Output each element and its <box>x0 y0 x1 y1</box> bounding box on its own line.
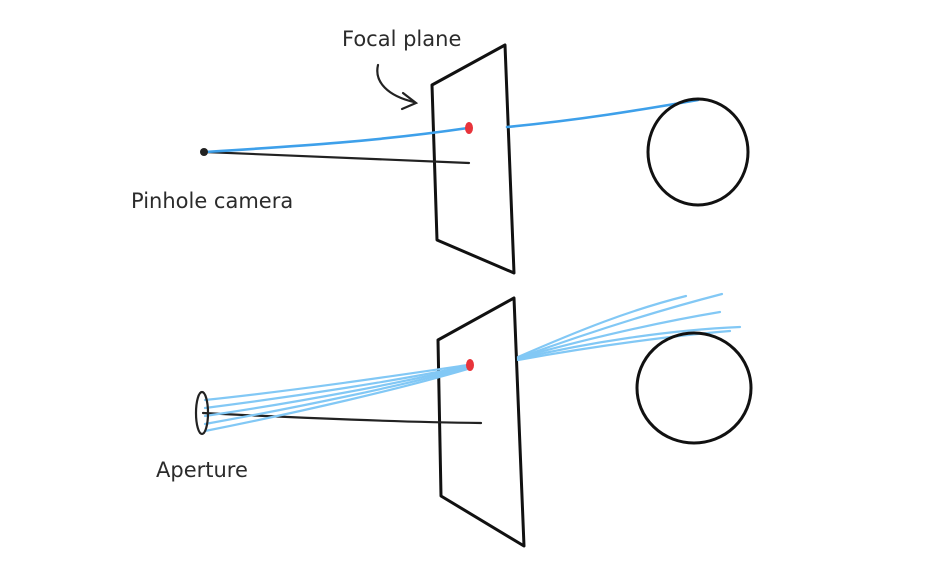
pinhole-axis-line <box>203 150 471 165</box>
subject-circle-bottom <box>635 331 753 445</box>
aperture-rays-back <box>516 292 742 362</box>
focal-plane-top <box>430 43 516 275</box>
focus-point-top <box>465 122 473 134</box>
focal-plane-bottom <box>436 296 526 548</box>
focal-plane-label: Focal plane <box>342 27 461 51</box>
pinhole-diagram <box>200 43 750 275</box>
subject-circle-top <box>646 97 750 207</box>
aperture-lens <box>194 390 210 436</box>
aperture-diagram <box>194 292 753 548</box>
pinhole-point <box>200 148 208 156</box>
focal-plane-arrow <box>376 63 416 104</box>
focus-point-bottom <box>466 359 474 371</box>
aperture-rays-front <box>203 363 470 433</box>
focal-plane-arrowhead <box>400 91 419 111</box>
aperture-axis-line <box>201 411 483 425</box>
pinhole-ray-front <box>203 126 470 154</box>
pinhole-camera-label: Pinhole camera <box>131 189 293 213</box>
aperture-label: Aperture <box>156 458 248 482</box>
pinhole-ray-back <box>505 98 700 129</box>
